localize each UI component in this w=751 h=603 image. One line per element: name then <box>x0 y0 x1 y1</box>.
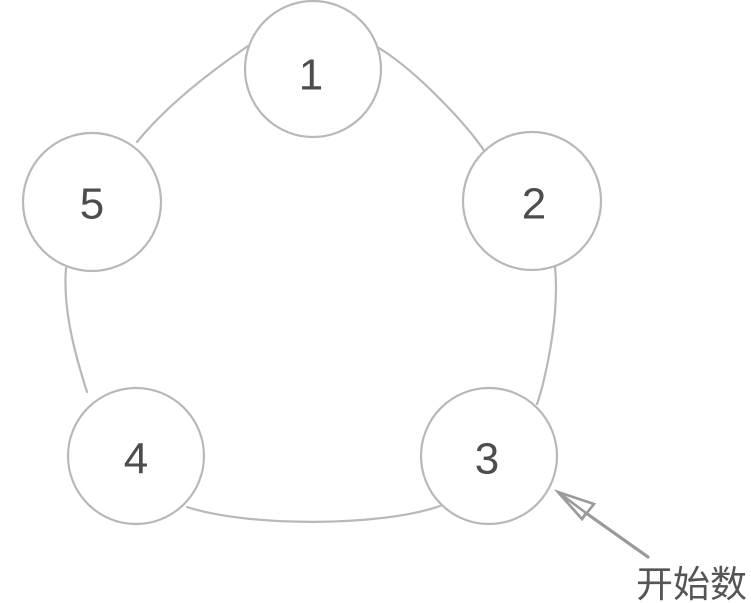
link-arc-4-5 <box>64 266 89 394</box>
node-label-3: 3 <box>475 435 499 484</box>
node-circles <box>21 0 603 526</box>
arrow-head-inner-icon <box>557 490 588 522</box>
link-arc-1-2 <box>377 46 487 154</box>
node-label-5: 5 <box>80 180 104 229</box>
link-arc-3-4 <box>185 504 442 523</box>
node-circle-2[interactable] <box>461 130 603 272</box>
link-arc-5-1 <box>135 44 250 144</box>
link-arcs <box>64 44 557 523</box>
annotation-arrow <box>553 489 650 559</box>
node-circle-1[interactable] <box>243 0 383 139</box>
annotation-label: 开始数 <box>636 563 747 603</box>
node-labels: 1 2 3 4 5 <box>80 51 546 484</box>
node-label-2: 2 <box>522 180 546 229</box>
node-circle-3[interactable] <box>419 386 559 526</box>
node-label-1: 1 <box>299 51 323 100</box>
node-circle-4[interactable] <box>66 386 206 526</box>
node-label-4: 4 <box>124 435 148 484</box>
node-circle-5[interactable] <box>21 131 163 273</box>
link-arc-2-3 <box>535 264 557 406</box>
arrow-shaft <box>584 511 650 559</box>
